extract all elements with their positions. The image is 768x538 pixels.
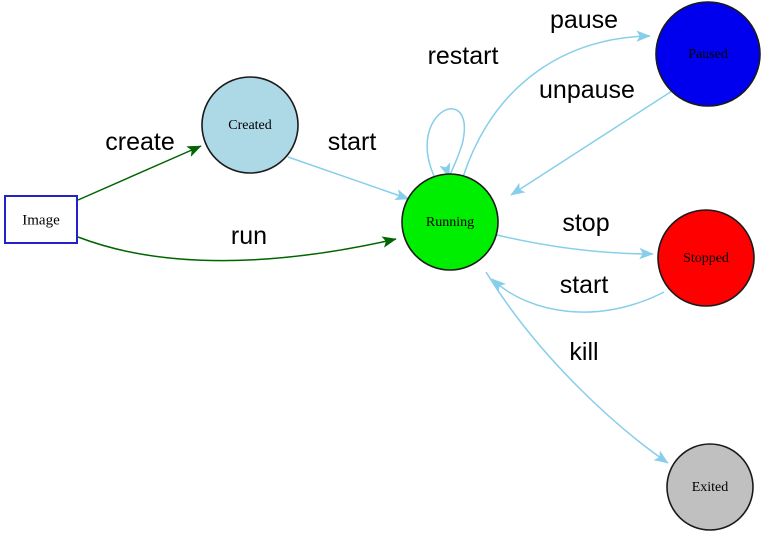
edge-kill (485, 271, 669, 464)
arrowhead-start-created (394, 189, 410, 200)
node-label-exited: Exited (692, 480, 729, 495)
node-shape-created (201, 76, 299, 174)
edge-start-created (287, 156, 410, 200)
edge-stop (496, 234, 654, 255)
arrowhead-start-stopped (491, 278, 506, 293)
edge-label-run: run (231, 222, 267, 250)
node-label-stopped: Stopped (683, 251, 729, 266)
edge-label-restart: restart (428, 42, 499, 70)
edge-label-start-created: start (328, 128, 377, 156)
edge-create (77, 145, 202, 201)
arrowhead-pause (636, 30, 651, 42)
edge-label-start-stopped: start (560, 271, 609, 299)
node-label-running: Running (426, 215, 474, 230)
arrowhead-unpause (510, 182, 526, 196)
edge-label-unpause: unpause (539, 76, 635, 104)
edge-labels-layer: create run start restart pause unpause stop sta… (105, 6, 635, 366)
edge-label-pause: pause (550, 6, 618, 34)
edges-layer (77, 35, 673, 464)
edge-label-stop: stop (562, 209, 609, 237)
edge-unpause (510, 90, 673, 196)
node-image[interactable]: Image (4, 195, 78, 244)
node-label-created: Created (228, 118, 272, 133)
arrowhead-stop (639, 247, 654, 260)
node-shape-image (4, 195, 78, 244)
node-paused[interactable]: Paused (655, 1, 761, 107)
edge-pause (462, 35, 651, 178)
node-label-paused: Paused (688, 47, 728, 62)
node-shape-exited (666, 443, 754, 531)
node-created[interactable]: Created (201, 76, 299, 174)
edge-start-stopped (491, 278, 665, 313)
edge-label-create: create (105, 128, 174, 156)
edge-run (77, 236, 397, 262)
edge-restart (426, 108, 465, 178)
node-label-image: Image (22, 212, 60, 228)
node-stopped[interactable]: Stopped (657, 209, 755, 307)
arrowhead-kill (653, 450, 669, 464)
arrowhead-create (186, 145, 202, 157)
edge-label-kill: kill (569, 338, 598, 366)
arrowhead-run (381, 236, 397, 248)
arrowheads-layer (186, 30, 669, 464)
node-exited[interactable]: Exited (666, 443, 754, 531)
node-shape-stopped (657, 209, 755, 307)
node-running[interactable]: Running (401, 173, 499, 271)
node-shape-paused (655, 1, 761, 107)
node-shape-running (401, 173, 499, 271)
